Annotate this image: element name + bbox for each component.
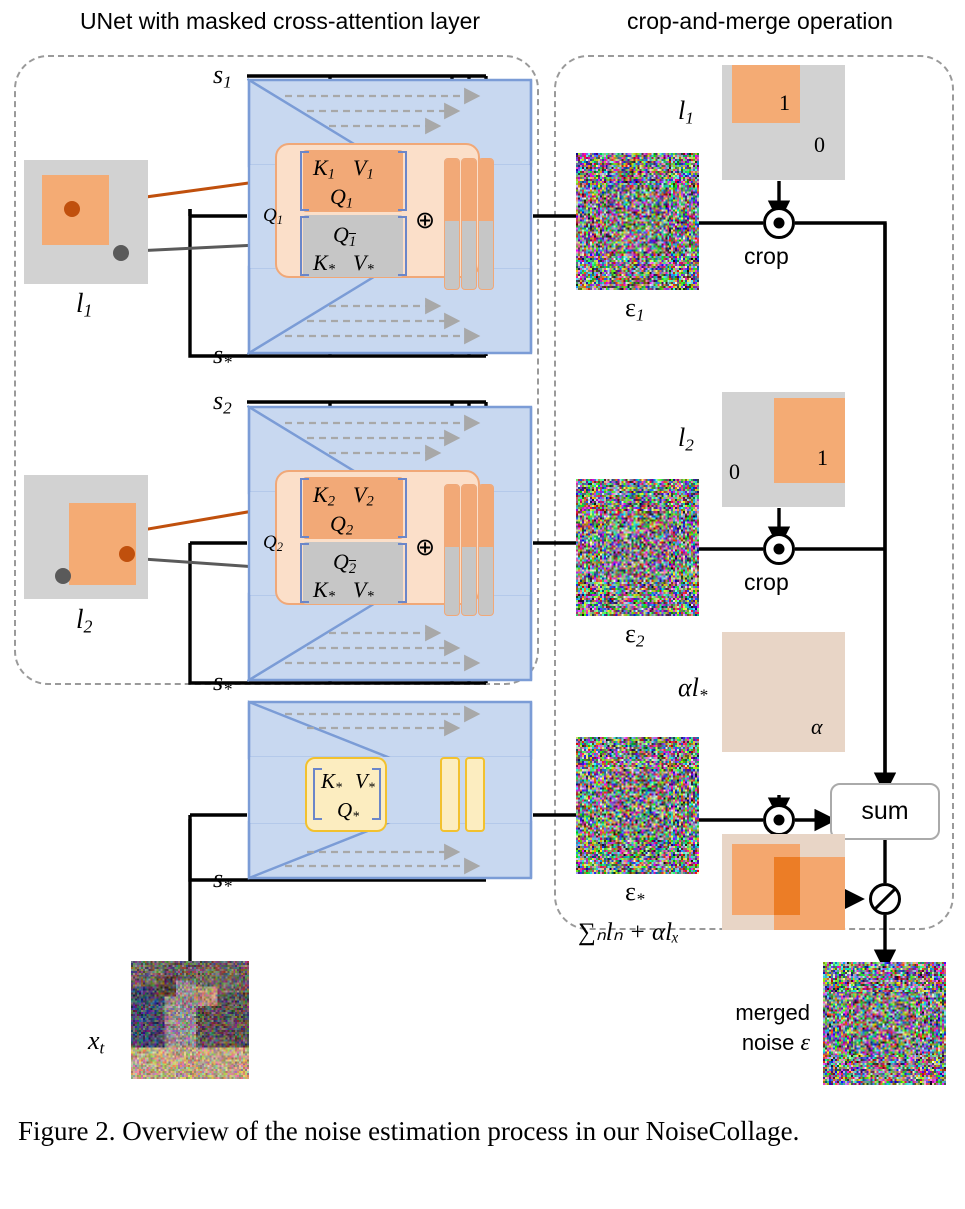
noise-eps-1 [576,153,699,290]
unet-2-base-prompt-label: s* [213,667,232,699]
noise-eps-base-label: ε* [625,877,645,909]
unet-2-bar-b [461,484,477,616]
unet-1-oplus: ⊕ [415,208,436,234]
noise-eps-2-label: ε2 [625,619,645,651]
noise-eps-1-label: ε1 [625,293,645,325]
unet-1-q-bar: Q1 [333,222,357,250]
unet-1-side-query: Q1 [263,205,283,228]
unet-2-prompt-label: s2 [213,386,232,418]
unet-base-k: K* [321,769,342,795]
unet-base-q: Q* [337,798,360,824]
crop-op-2 [763,533,795,565]
bracket-left-1b [300,216,309,276]
noise-eps-2 [576,479,699,616]
mask-sum-layouts-label: ∑ₙlₙ + αlₓ [578,919,680,946]
unet-2-attention-gray [303,542,403,604]
input-noisy-image [131,961,249,1079]
unet-1-v-star: V* [353,250,374,278]
unet-1-base-prompt-label: s* [213,340,232,372]
merged-noise-symbol: ε [800,1030,810,1056]
bracket-left-1 [300,151,309,211]
unet-2-bar-c [478,484,494,616]
bracket-left-base [313,768,322,820]
bracket-right-2b [398,543,407,603]
figure-caption: Figure 2. Overview of the noise estimati… [18,1116,800,1146]
bracket-right-1 [398,151,407,211]
unet-base-shape [247,700,533,880]
crop-op-base [763,804,795,836]
merged-noise-label-line2: noise ε [741,1030,810,1056]
unet-base-bar-a [440,757,460,832]
mask-l2-label: l2 [678,423,694,455]
unet-2-k-star: K* [313,577,335,605]
unet-1-attention-gray [303,215,403,277]
unet-base-prompt-label: s* [213,864,232,896]
input-image-label: xt [88,1026,105,1058]
unet-base-v: V* [355,769,375,795]
layout-image-2 [24,475,148,599]
crop-op-1 [763,207,795,239]
bracket-left-2b [300,543,309,603]
bracket-right-base [372,768,381,820]
mask-sum-layouts [722,834,845,930]
unet-2-attention-orange [303,477,403,539]
unet-2-q-bar: Q2 [333,549,357,577]
mask-l1-outside-value: 0 [814,132,825,157]
divide-op [869,883,901,915]
unet-1-k-star: K* [313,250,335,278]
unet-2-side-query: Q2 [263,532,283,555]
bracket-right-2 [398,478,407,538]
unet-2-q: Q2 [330,511,354,539]
merged-noise-image [823,962,946,1085]
mask-alpha-l-star-label: αl* [678,673,708,705]
layout-1-label: l1 [76,288,93,321]
bracket-right-1b [398,216,407,276]
sum-op: sum [830,783,940,840]
mask-l1-label: l1 [678,96,694,128]
unet-1-v: V1 [353,155,374,183]
mask-l2-outside-value: 0 [729,459,740,484]
unet-1-prompt-label: s1 [213,60,232,92]
unet-2-v: V2 [353,482,374,510]
unet-1-attention-orange [303,150,403,212]
layout-image-1 [24,160,148,284]
mask-alpha-l-star: α [722,632,845,752]
unet-2-oplus: ⊕ [415,535,436,561]
unet-1-bar-a [444,158,460,290]
unet-2-bar-a [444,484,460,616]
unet-base-bar-b [465,757,485,832]
unet-2-k: K2 [313,482,335,510]
unet-2-v-star: V* [353,577,374,605]
mask-l2: 1 0 [722,392,845,507]
crop-op-2-label: crop [744,569,789,595]
unet-1-bar-c [478,158,494,290]
merged-noise-label-line1: merged [735,1000,810,1025]
crop-op-1-label: crop [744,243,789,269]
noise-eps-base [576,737,699,874]
panel-title-right: crop-and-merge operation [627,8,893,34]
mask-l1: 1 0 [722,65,845,180]
bracket-left-2 [300,478,309,538]
unet-1-q: Q1 [330,184,354,212]
mask-l1-inside-value: 1 [779,90,790,115]
unet-1-bar-b [461,158,477,290]
mask-alpha-value: α [811,714,823,739]
unet-1-k: K1 [313,155,335,183]
panel-title-left: UNet with masked cross-attention layer [79,8,481,34]
layout-2-label: l2 [76,604,93,637]
mask-l2-inside-value: 1 [817,445,828,470]
